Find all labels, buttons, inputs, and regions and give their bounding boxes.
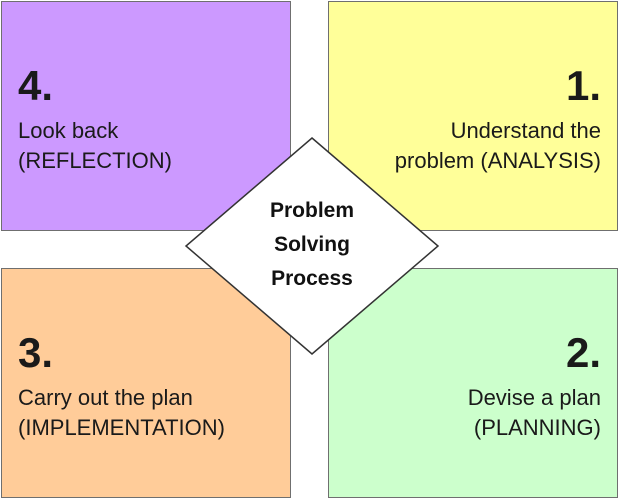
step-2-box: 2. Devise a plan (PLANNING) xyxy=(328,268,618,498)
step-4-line-2: (REFLECTION) xyxy=(18,148,172,173)
center-line-3: Process xyxy=(271,267,353,290)
step-3-description: Carry out the plan (IMPLEMENTATION) xyxy=(18,383,225,443)
step-1-number: 1. xyxy=(565,62,601,109)
step-4-line-1: Look back xyxy=(18,118,119,143)
step-1-line-2: problem (ANALYSIS) xyxy=(394,148,601,173)
step-1-description: Understand the problem (ANALYSIS) xyxy=(395,116,601,176)
step-4-box: 4. Look back (REFLECTION) xyxy=(1,1,291,231)
center-line-2: Solving xyxy=(274,233,350,256)
center-line-1: Problem xyxy=(269,199,355,222)
step-2-number: 2. xyxy=(565,329,601,376)
center-label: Problem Solving Process xyxy=(230,194,394,296)
step-1-line-1: Understand the xyxy=(450,118,601,143)
step-2-line-2: (PLANNING) xyxy=(473,415,601,440)
step-4-description: Look back (REFLECTION) xyxy=(18,116,172,176)
step-2-description: Devise a plan (PLANNING) xyxy=(468,383,601,443)
step-3-box: 3. Carry out the plan (IMPLEMENTATION) xyxy=(1,268,291,498)
step-4-number: 4. xyxy=(18,62,54,109)
step-3-number: 3. xyxy=(18,329,54,376)
step-3-line-1: Carry out the plan xyxy=(18,385,193,410)
step-2-line-1: Devise a plan xyxy=(467,385,601,410)
step-3-line-2: (IMPLEMENTATION) xyxy=(18,415,225,440)
